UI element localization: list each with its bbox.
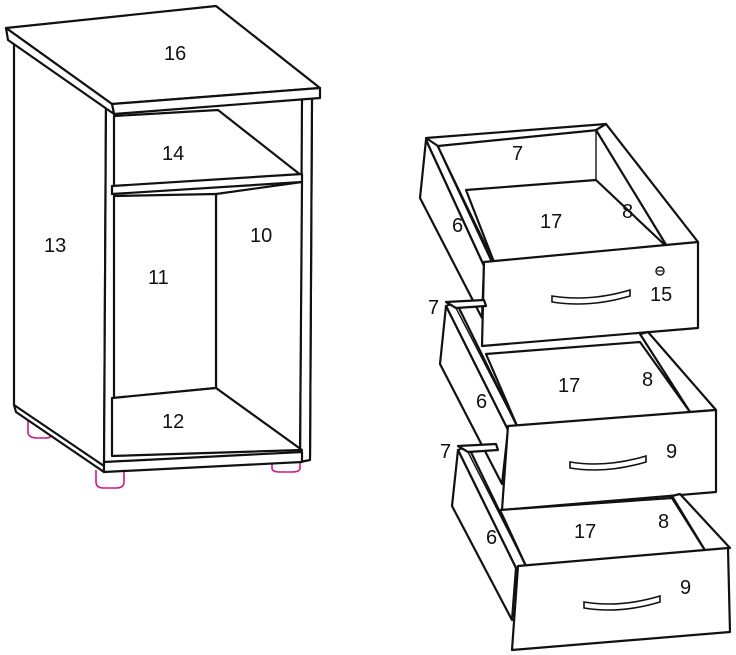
drawer-1-label-right-side: 8 bbox=[622, 201, 633, 223]
drawer-2-handle bbox=[569, 454, 647, 471]
label-upper-compartment: 14 bbox=[162, 143, 184, 165]
drawer-2-back bbox=[444, 298, 488, 310]
drawer-1: 7 6 17 8 15 bbox=[418, 122, 700, 348]
drawer-2-inner-edge bbox=[455, 307, 519, 429]
drawer-3-left-side-face bbox=[450, 448, 518, 622]
drawer-2-label-back: 7 bbox=[428, 297, 439, 319]
drawer-1-front bbox=[480, 240, 700, 348]
drawer-1-inner-edge bbox=[437, 145, 495, 263]
drawer-1-label-back: 7 bbox=[512, 143, 523, 165]
drawer-1-lock-icon bbox=[655, 266, 665, 276]
label-back-panel: 10 bbox=[250, 225, 272, 247]
label-bottom-panel: 12 bbox=[162, 411, 184, 433]
drawer-2: 7 6 17 8 9 bbox=[428, 297, 718, 512]
drawer-1-label-bottom: 17 bbox=[540, 211, 562, 233]
drawer-2-front bbox=[500, 408, 718, 512]
label-inner-side: 11 bbox=[148, 267, 169, 289]
drawer-2-label-left-side: 6 bbox=[476, 391, 487, 413]
drawer-3-front bbox=[510, 546, 732, 652]
cabinet: 16 14 13 10 11 12 bbox=[4, 4, 322, 489]
drawer-1-handle bbox=[551, 288, 631, 305]
drawer-3: 7 6 17 8 9 bbox=[440, 441, 732, 652]
top-panel-side-edge bbox=[4, 26, 116, 116]
inner-side-panel bbox=[112, 192, 218, 400]
drawer-3-label-left-side: 6 bbox=[486, 527, 497, 549]
drawer-3-label-back: 7 bbox=[440, 441, 451, 463]
drawer-3-label-right-side: 8 bbox=[658, 511, 669, 533]
label-side-panel: 13 bbox=[44, 235, 66, 257]
drawer-3-inner-edge bbox=[467, 451, 527, 567]
drawer-1-label-front: 15 bbox=[650, 284, 672, 306]
drawer-2-label-right-side: 8 bbox=[642, 369, 653, 391]
bottom-panel bbox=[110, 386, 304, 458]
foot-front-left bbox=[95, 470, 125, 489]
drawer-3-label-bottom: 17 bbox=[574, 521, 596, 543]
middle-shelf bbox=[110, 172, 304, 196]
label-top-panel: 16 bbox=[164, 43, 186, 65]
drawer-2-label-front: 9 bbox=[666, 441, 677, 463]
bottom-plinth bbox=[102, 450, 304, 474]
drawer-3-handle bbox=[583, 594, 661, 611]
drawer-3-back bbox=[456, 442, 500, 454]
drawer-2-label-bottom: 17 bbox=[558, 375, 580, 397]
drawer-3-label-front: 9 bbox=[680, 577, 691, 599]
drawer-1-label-left-side: 6 bbox=[452, 215, 463, 237]
